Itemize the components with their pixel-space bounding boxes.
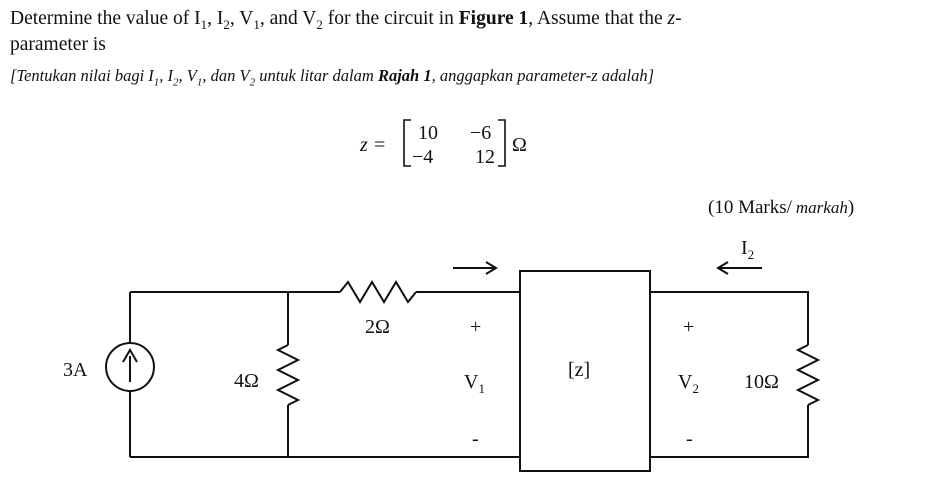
question-text-line1: Determine the value of I1, I2, V1, and V…	[10, 8, 682, 32]
v2-label: V2	[678, 371, 699, 396]
v1-label: V1	[464, 371, 485, 396]
r2-label: 2Ω	[365, 316, 390, 338]
figure-reference-malay: Rajah 1	[377, 66, 432, 85]
matrix-unit: Ω	[512, 134, 527, 156]
source-label: 3A	[63, 359, 88, 381]
resistor-10ohm	[795, 344, 821, 406]
resistor-4ohm	[275, 344, 301, 406]
i1-direction-arrow-icon	[453, 261, 498, 275]
current-source-arrow-icon	[122, 348, 138, 382]
z-parameter-box	[519, 270, 651, 472]
r10-label: 10Ω	[744, 371, 779, 393]
matrix-right-bracket	[498, 119, 506, 167]
marks-text: (10 Marks/markah)	[708, 197, 854, 218]
v1-plus: +	[470, 316, 481, 338]
question-text-line2: parameter is	[10, 34, 106, 55]
v2-minus: -	[686, 428, 693, 450]
question-translation: [Tentukan nilai bagi I1, I2, V1, dan V2 …	[10, 66, 654, 89]
matrix-r1c2: −6	[470, 122, 491, 144]
matrix-r2c1: −4	[412, 146, 433, 168]
matrix-lhs: z =	[359, 134, 386, 156]
v1-minus: -	[472, 428, 479, 450]
v2-plus: +	[683, 316, 694, 338]
wire-top-right	[650, 291, 809, 345]
r4-label: 4Ω	[234, 370, 259, 392]
matrix-r2c2: 12	[475, 146, 495, 168]
current-source	[105, 342, 155, 392]
z-parameter-matrix: z = 10 −6 −4 12 Ω	[359, 119, 527, 168]
resistor-2ohm	[339, 280, 417, 304]
i2-direction-arrow-icon	[716, 261, 762, 275]
matrix-left-bracket	[403, 119, 411, 167]
matrix-r1c1: 10	[418, 122, 438, 144]
wire-bottom-right	[650, 405, 809, 458]
z-label: [z]	[568, 359, 590, 381]
i2-label: I2	[741, 237, 754, 262]
figure-reference: Figure 1	[458, 8, 529, 29]
